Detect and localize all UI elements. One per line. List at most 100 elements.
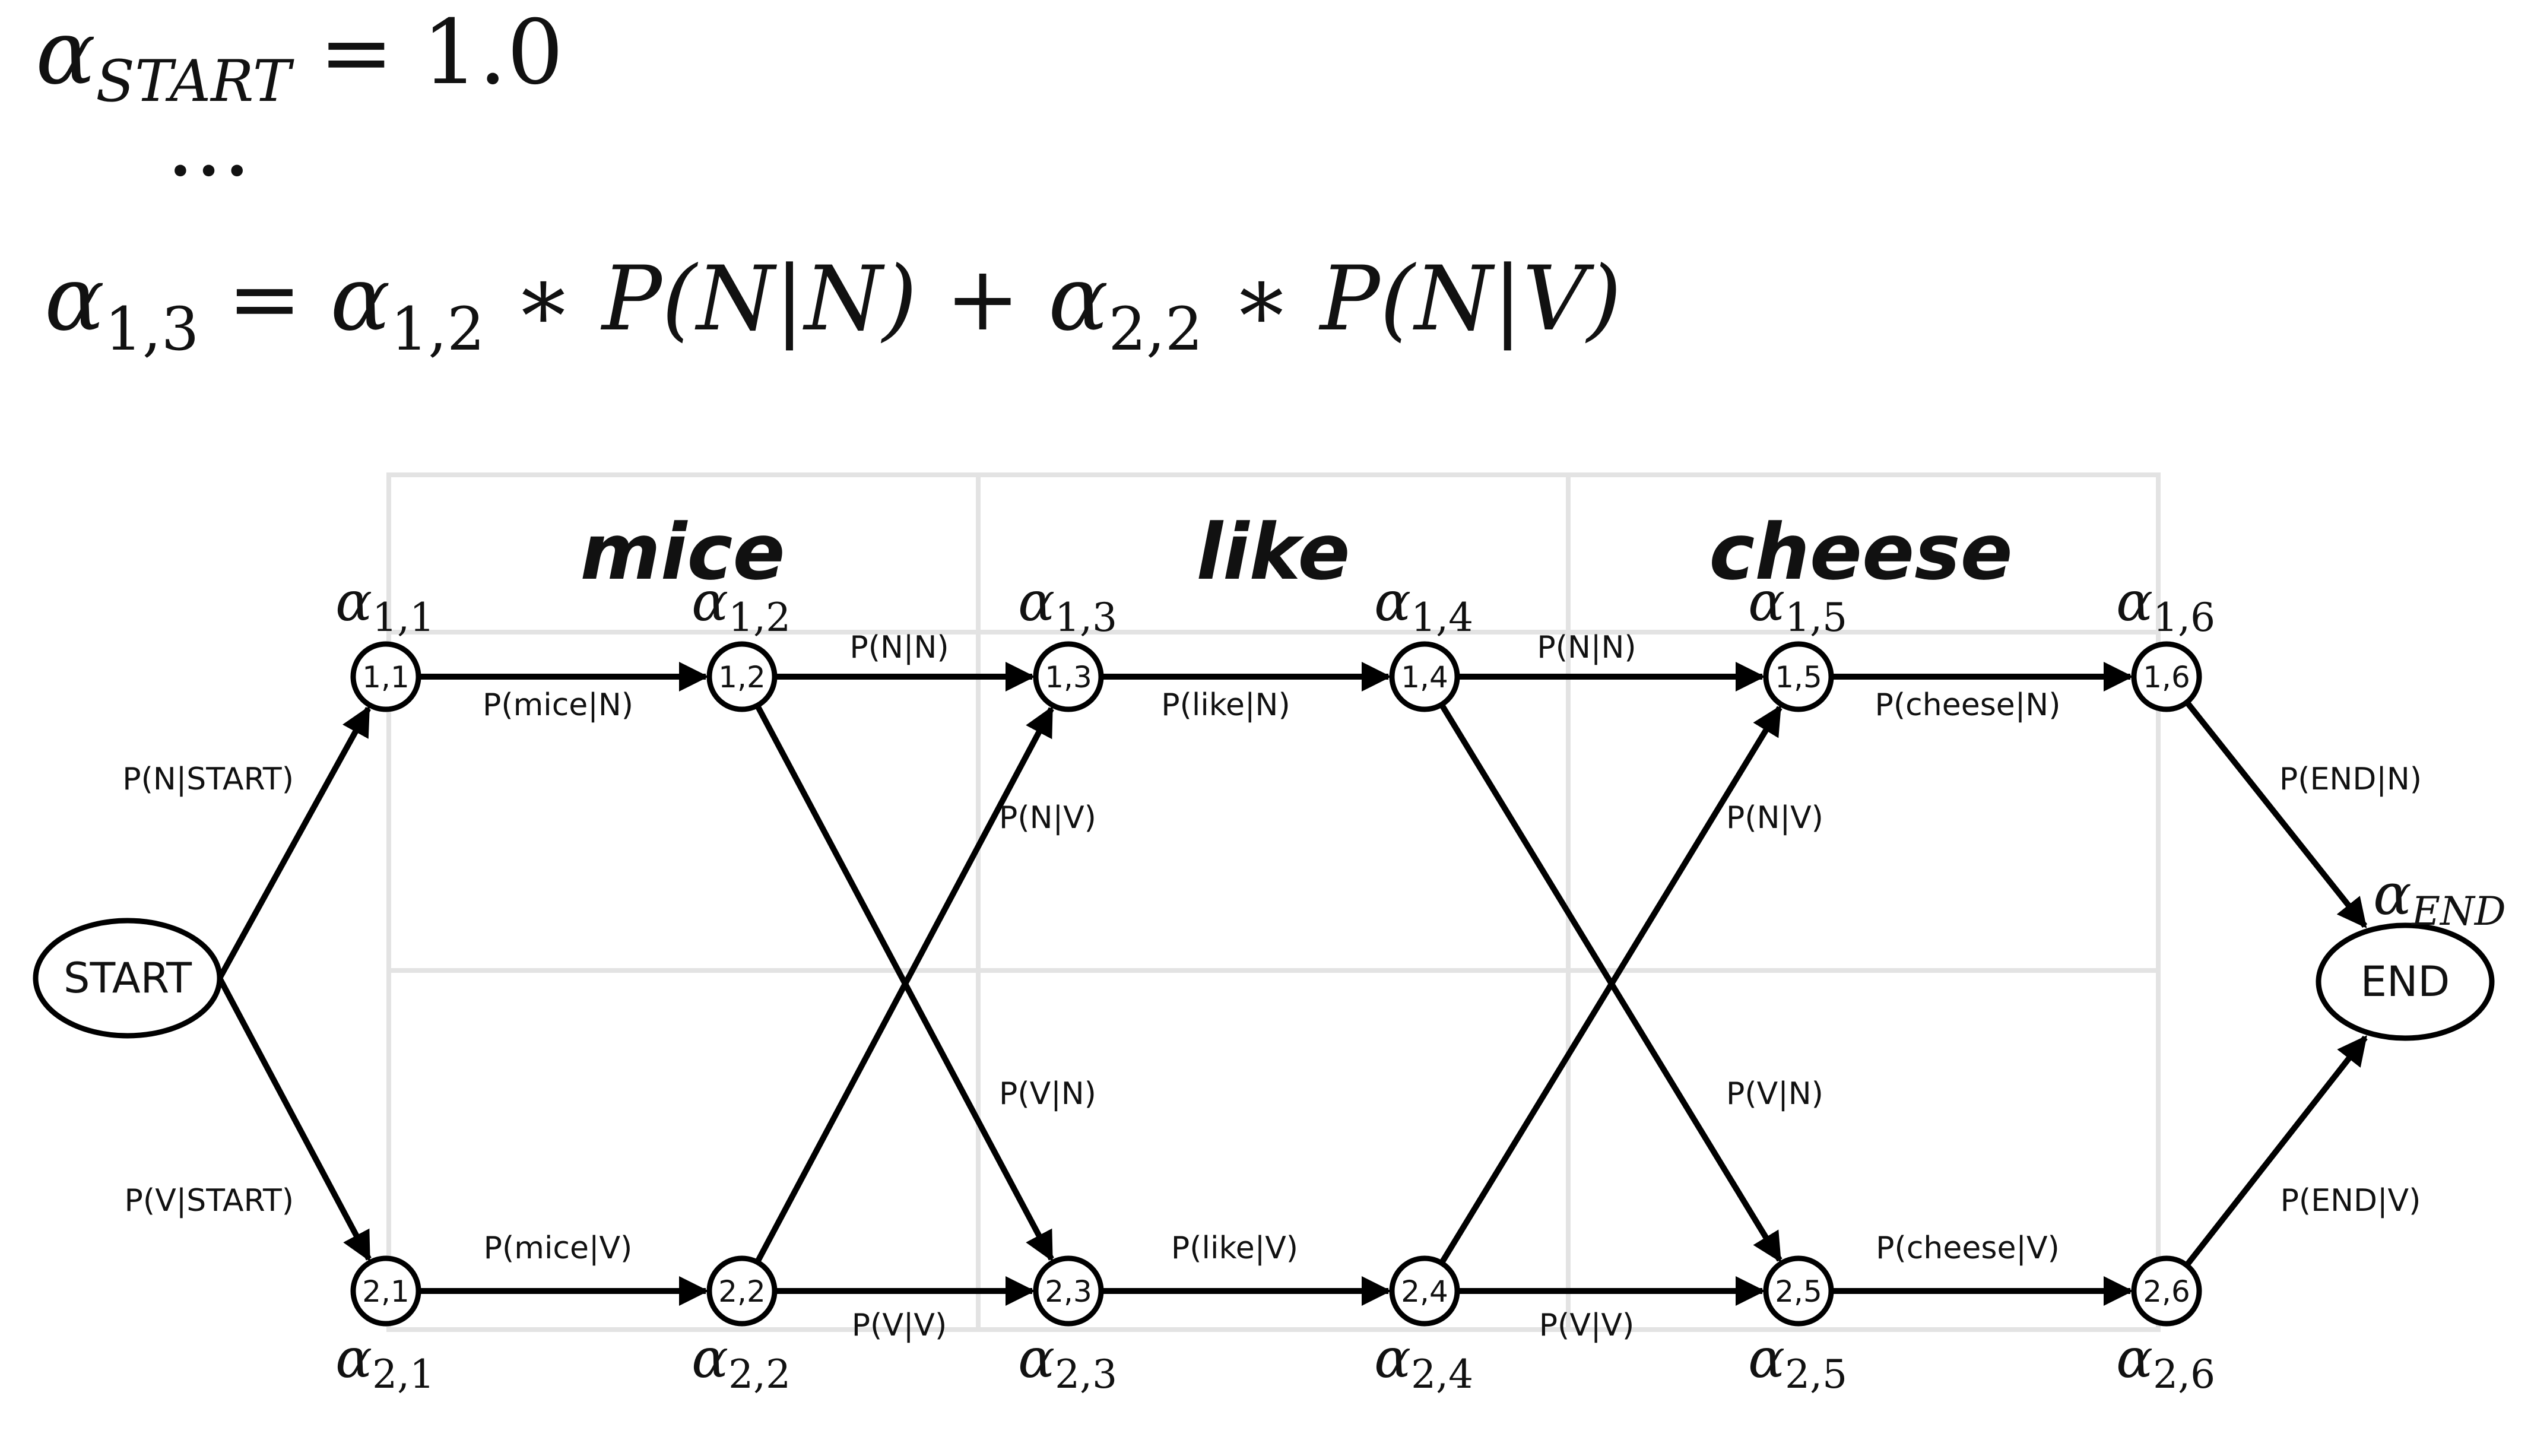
edge-label-1,3-to-1,4: P(like|N) [1161, 687, 1290, 723]
node-circle [1033, 641, 1104, 712]
edge-START-to-1,1 [217, 706, 371, 980]
formula-line-start: αSTART = 1.0 [36, 1, 563, 115]
edge-START-to-2,1 [217, 976, 372, 1262]
word-header-cheese: cheese [1709, 507, 2013, 597]
node-circle [1763, 641, 1834, 712]
node-label: 2,3 [1045, 1274, 1092, 1309]
edge-label-1,5-to-1,6: P(cheese|N) [1875, 687, 2061, 723]
node-1,4: 1,4 α1,4 [1374, 570, 1473, 712]
node-label: 2,6 [2143, 1274, 2190, 1309]
word-headers: mice like cheese [580, 507, 2012, 597]
alpha-label-2,6: α2,6 [2116, 1327, 2215, 1397]
node-label: 1,4 [1401, 660, 1448, 694]
start-node: START [33, 918, 223, 1039]
alpha-label-2,5: α2,5 [1748, 1327, 1847, 1397]
alpha-label-1,1: α1,1 [335, 570, 434, 640]
formula-ellipsis: ... [166, 93, 251, 196]
edge-label-1,2-to-2,3: P(V|N) [999, 1076, 1096, 1112]
alpha-label-2,2: α2,2 [692, 1327, 791, 1397]
edge-label-2,1-to-2,2: P(mice|V) [484, 1230, 633, 1266]
end-node: END αEND [2316, 861, 2506, 1041]
node-label: 2,2 [718, 1274, 766, 1309]
node-label: 1,1 [362, 660, 410, 694]
formula-line-recursion: α1,3 = α1,2 ∗ P(N|N) + α2,2 ∗ P(N|V) [45, 248, 1622, 364]
node-1,3: 1,3 α1,3 [1018, 570, 1117, 712]
node-circle [1389, 641, 1460, 712]
node-circle [350, 641, 421, 712]
node-circle [706, 1255, 778, 1327]
node-2,2: 2,2 α2,2 [692, 1255, 791, 1397]
node-circle [2131, 641, 2202, 712]
edge-label-2,4-to-2,5: P(V|V) [1539, 1308, 1635, 1343]
node-circle [1763, 1255, 1834, 1327]
formula-sub-2: 2,2 [1108, 294, 1203, 364]
node-circle [1389, 1255, 1460, 1327]
node-label: 1,2 [718, 660, 766, 694]
alpha-label-1,3: α1,3 [1018, 570, 1117, 640]
alpha-end-label: αEND [2373, 861, 2506, 934]
formula-block: αSTART = 1.0 ... α1,3 = α1,2 ∗ P(N|N) + … [36, 1, 1622, 364]
edge-label-2,6-to-END: P(END|V) [2281, 1183, 2421, 1219]
alpha-label-1,6: α1,6 [2116, 570, 2215, 640]
edge-label-2,2-to-2,3: P(V|V) [852, 1308, 947, 1343]
formula-seg-3: ∗ P(N|V) [1203, 248, 1621, 351]
formula-sub-1: 1,2 [391, 294, 485, 364]
node-circle [350, 1255, 421, 1327]
edges [217, 662, 2368, 1306]
alpha-label-2,3: α2,3 [1018, 1327, 1117, 1397]
node-2,6: 2,6 α2,6 [2116, 1255, 2215, 1397]
edge-label-START-to-2,1: P(V|START) [125, 1183, 294, 1219]
node-2,1: 2,1 α2,1 [335, 1255, 434, 1397]
grid-frame [386, 472, 2161, 1332]
node-2,5: 2,5 α2,5 [1748, 1255, 1847, 1397]
alpha-label-2,4: α2,4 [1374, 1327, 1473, 1397]
node-circle [706, 641, 778, 712]
alpha-label-1,5: α1,5 [1748, 570, 1847, 640]
edge-label-1,4-to-1,5: P(N|N) [1537, 630, 1636, 665]
edge-label-2,4-to-1,5: P(N|V) [1726, 800, 1823, 836]
node-2,3: 2,3 α2,3 [1018, 1255, 1117, 1397]
edge-label-1,4-to-2,5: P(V|N) [1726, 1076, 1823, 1112]
nodes: 1,1 α1,1 1,2 α1,2 1,3 α1,3 1,4 α1,4 1,5 α1,5 1,6 α1… [335, 570, 2215, 1397]
node-1,5: 1,5 α1,5 [1748, 570, 1847, 712]
column-grid [386, 472, 2161, 1332]
edge-label-2,2-to-1,3: P(N|V) [999, 800, 1096, 836]
formula-seg-0: α [45, 248, 104, 351]
node-label: 2,4 [1401, 1274, 1448, 1309]
word-header-mice: mice [580, 507, 785, 597]
formula-seg-2: ∗ P(N|N) + α [485, 248, 1109, 351]
edge-label-2,3-to-2,4: P(like|V) [1171, 1230, 1298, 1266]
edge-1,4-to-2,5 [1439, 703, 1783, 1263]
edge-label-1,2-to-1,3: P(N|N) [849, 630, 949, 665]
start-label: START [64, 954, 192, 1003]
edge-1,2-to-2,3 [754, 704, 1054, 1262]
node-2,4: 2,4 α2,4 [1374, 1255, 1473, 1397]
end-ellipse [2316, 922, 2495, 1041]
formula-seg-1: = α [199, 248, 390, 351]
edge-label-1,1-to-1,2: P(mice|N) [483, 687, 633, 723]
edge-2,6-to-END [2184, 1035, 2368, 1267]
node-label: 2,1 [362, 1274, 410, 1309]
alpha-label-2,1: α2,1 [335, 1327, 434, 1397]
edge-label-1,6-to-END: P(END|N) [2279, 762, 2422, 797]
word-header-like: like [1196, 507, 1350, 597]
start-ellipse [33, 918, 223, 1039]
node-circle [2131, 1255, 2202, 1327]
edge-labels: P(N|START) P(V|START) P(mice|N) P(mice|V) P(… [122, 630, 2422, 1343]
alpha-label-1,2: α1,2 [692, 570, 791, 640]
node-1,1: 1,1 α1,1 [335, 570, 434, 712]
formula-sub-0: 1,3 [104, 294, 199, 364]
edge-label-2,5-to-2,6: P(cheese|V) [1876, 1230, 2060, 1266]
edge-label-START-to-1,1: P(N|START) [122, 762, 294, 797]
node-label: 1,3 [1045, 660, 1092, 694]
node-label: 2,5 [1775, 1274, 1822, 1309]
node-1,6: 1,6 α1,6 [2116, 570, 2215, 712]
end-label: END [2361, 957, 2450, 1006]
node-1,2: 1,2 α1,2 [692, 570, 791, 712]
node-label: 1,5 [1775, 660, 1822, 694]
alpha-label-1,4: α1,4 [1374, 570, 1473, 640]
edge-1,6-to-END [2184, 700, 2368, 928]
node-circle [1033, 1255, 1104, 1327]
node-label: 1,6 [2143, 660, 2190, 694]
